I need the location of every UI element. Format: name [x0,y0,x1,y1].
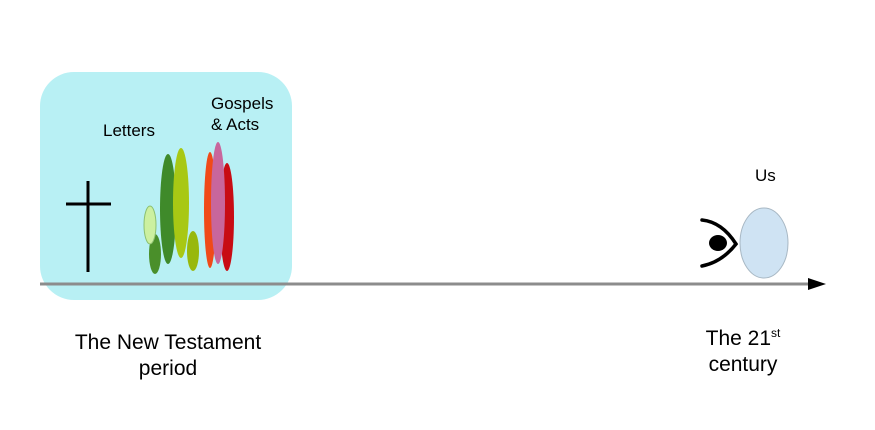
nt-label-line1: The New Testament [74,331,262,354]
letter-oval [149,234,161,274]
gospels-acts-label: Gospels & Acts [211,93,273,135]
c21-label-line1: The 21st [688,326,798,352]
c21-prefix: The 21 [705,327,772,350]
us-oval [739,207,789,279]
cross-icon [66,181,111,272]
gospel-ovals [204,142,234,271]
c21-superscript: st [771,326,781,340]
letter-oval [160,154,176,264]
nt-period-label: The New Testament period [40,330,296,382]
c21-label-line2: century [708,353,778,376]
letter-oval [187,231,199,271]
eye-icon [700,218,739,268]
century-21-label: The 21st century [688,326,798,378]
letter-oval [143,205,157,245]
gospels-label-line2: & Acts [211,115,260,134]
gospels-label-line1: Gospels [211,94,274,113]
timeline-arrowhead-icon [808,278,826,290]
letter-oval [173,148,189,258]
nt-label-line2: period [138,357,198,380]
letters-label: Letters [103,121,155,140]
letters-ovals [143,148,199,274]
gospel-oval [211,142,225,264]
us-label: Us [755,166,776,185]
